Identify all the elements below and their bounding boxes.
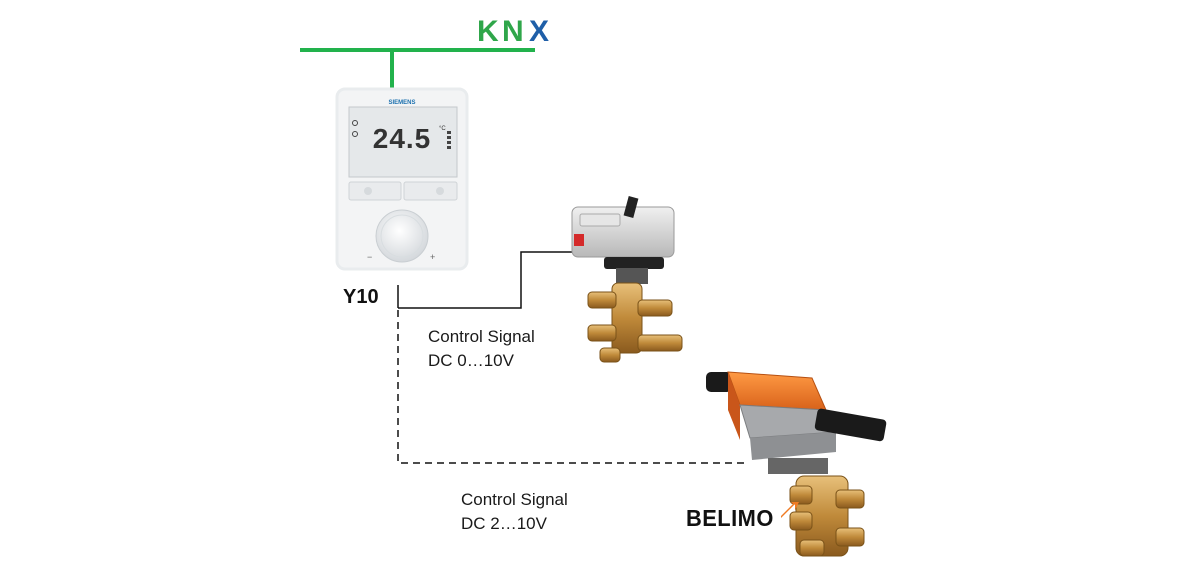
knx-bus — [300, 48, 535, 89]
svg-text:K: K — [477, 15, 499, 48]
siemens-valve-actuator — [571, 196, 675, 284]
svg-text:+: + — [430, 252, 435, 262]
belimo-valve-body — [789, 475, 865, 557]
knx-logo: K N X — [477, 15, 549, 48]
belimo-logo-text: BELIMO — [686, 504, 774, 531]
thermostat-label: Y10 — [343, 286, 379, 308]
siemens-logo: SIEMENS — [388, 100, 415, 106]
right-button — [403, 181, 458, 201]
signal-line-dashed — [397, 310, 748, 464]
signal-line-solid — [397, 251, 573, 309]
signal-1-label-line2: DC 0…10V — [428, 351, 514, 370]
svg-text:N: N — [502, 15, 524, 48]
belimo-actuator — [706, 371, 887, 474]
signal-2-label-line2: DC 2…10V — [461, 514, 547, 533]
level-bars-icon — [447, 131, 451, 149]
sun-icon — [352, 120, 358, 137]
siemens-valve-body — [587, 282, 683, 363]
signal-2-label-line1: Control Signal — [461, 490, 568, 509]
temperature-unit: °C — [439, 126, 446, 132]
lcd-display — [348, 106, 458, 178]
red-indicator — [574, 234, 584, 246]
temperature-reading: 24.5 — [373, 123, 432, 154]
left-button — [348, 181, 402, 201]
svg-text:X: X — [529, 15, 549, 48]
belimo-arrow-icon — [781, 502, 800, 518]
room-thermostat: SIEMENS 24.5 °C − + — [335, 87, 469, 271]
svg-text:−: − — [367, 252, 372, 262]
dial-knob — [375, 209, 429, 263]
signal-1-label-line1: Control Signal — [428, 327, 535, 346]
belimo-logo: BELIMO — [686, 502, 801, 531]
